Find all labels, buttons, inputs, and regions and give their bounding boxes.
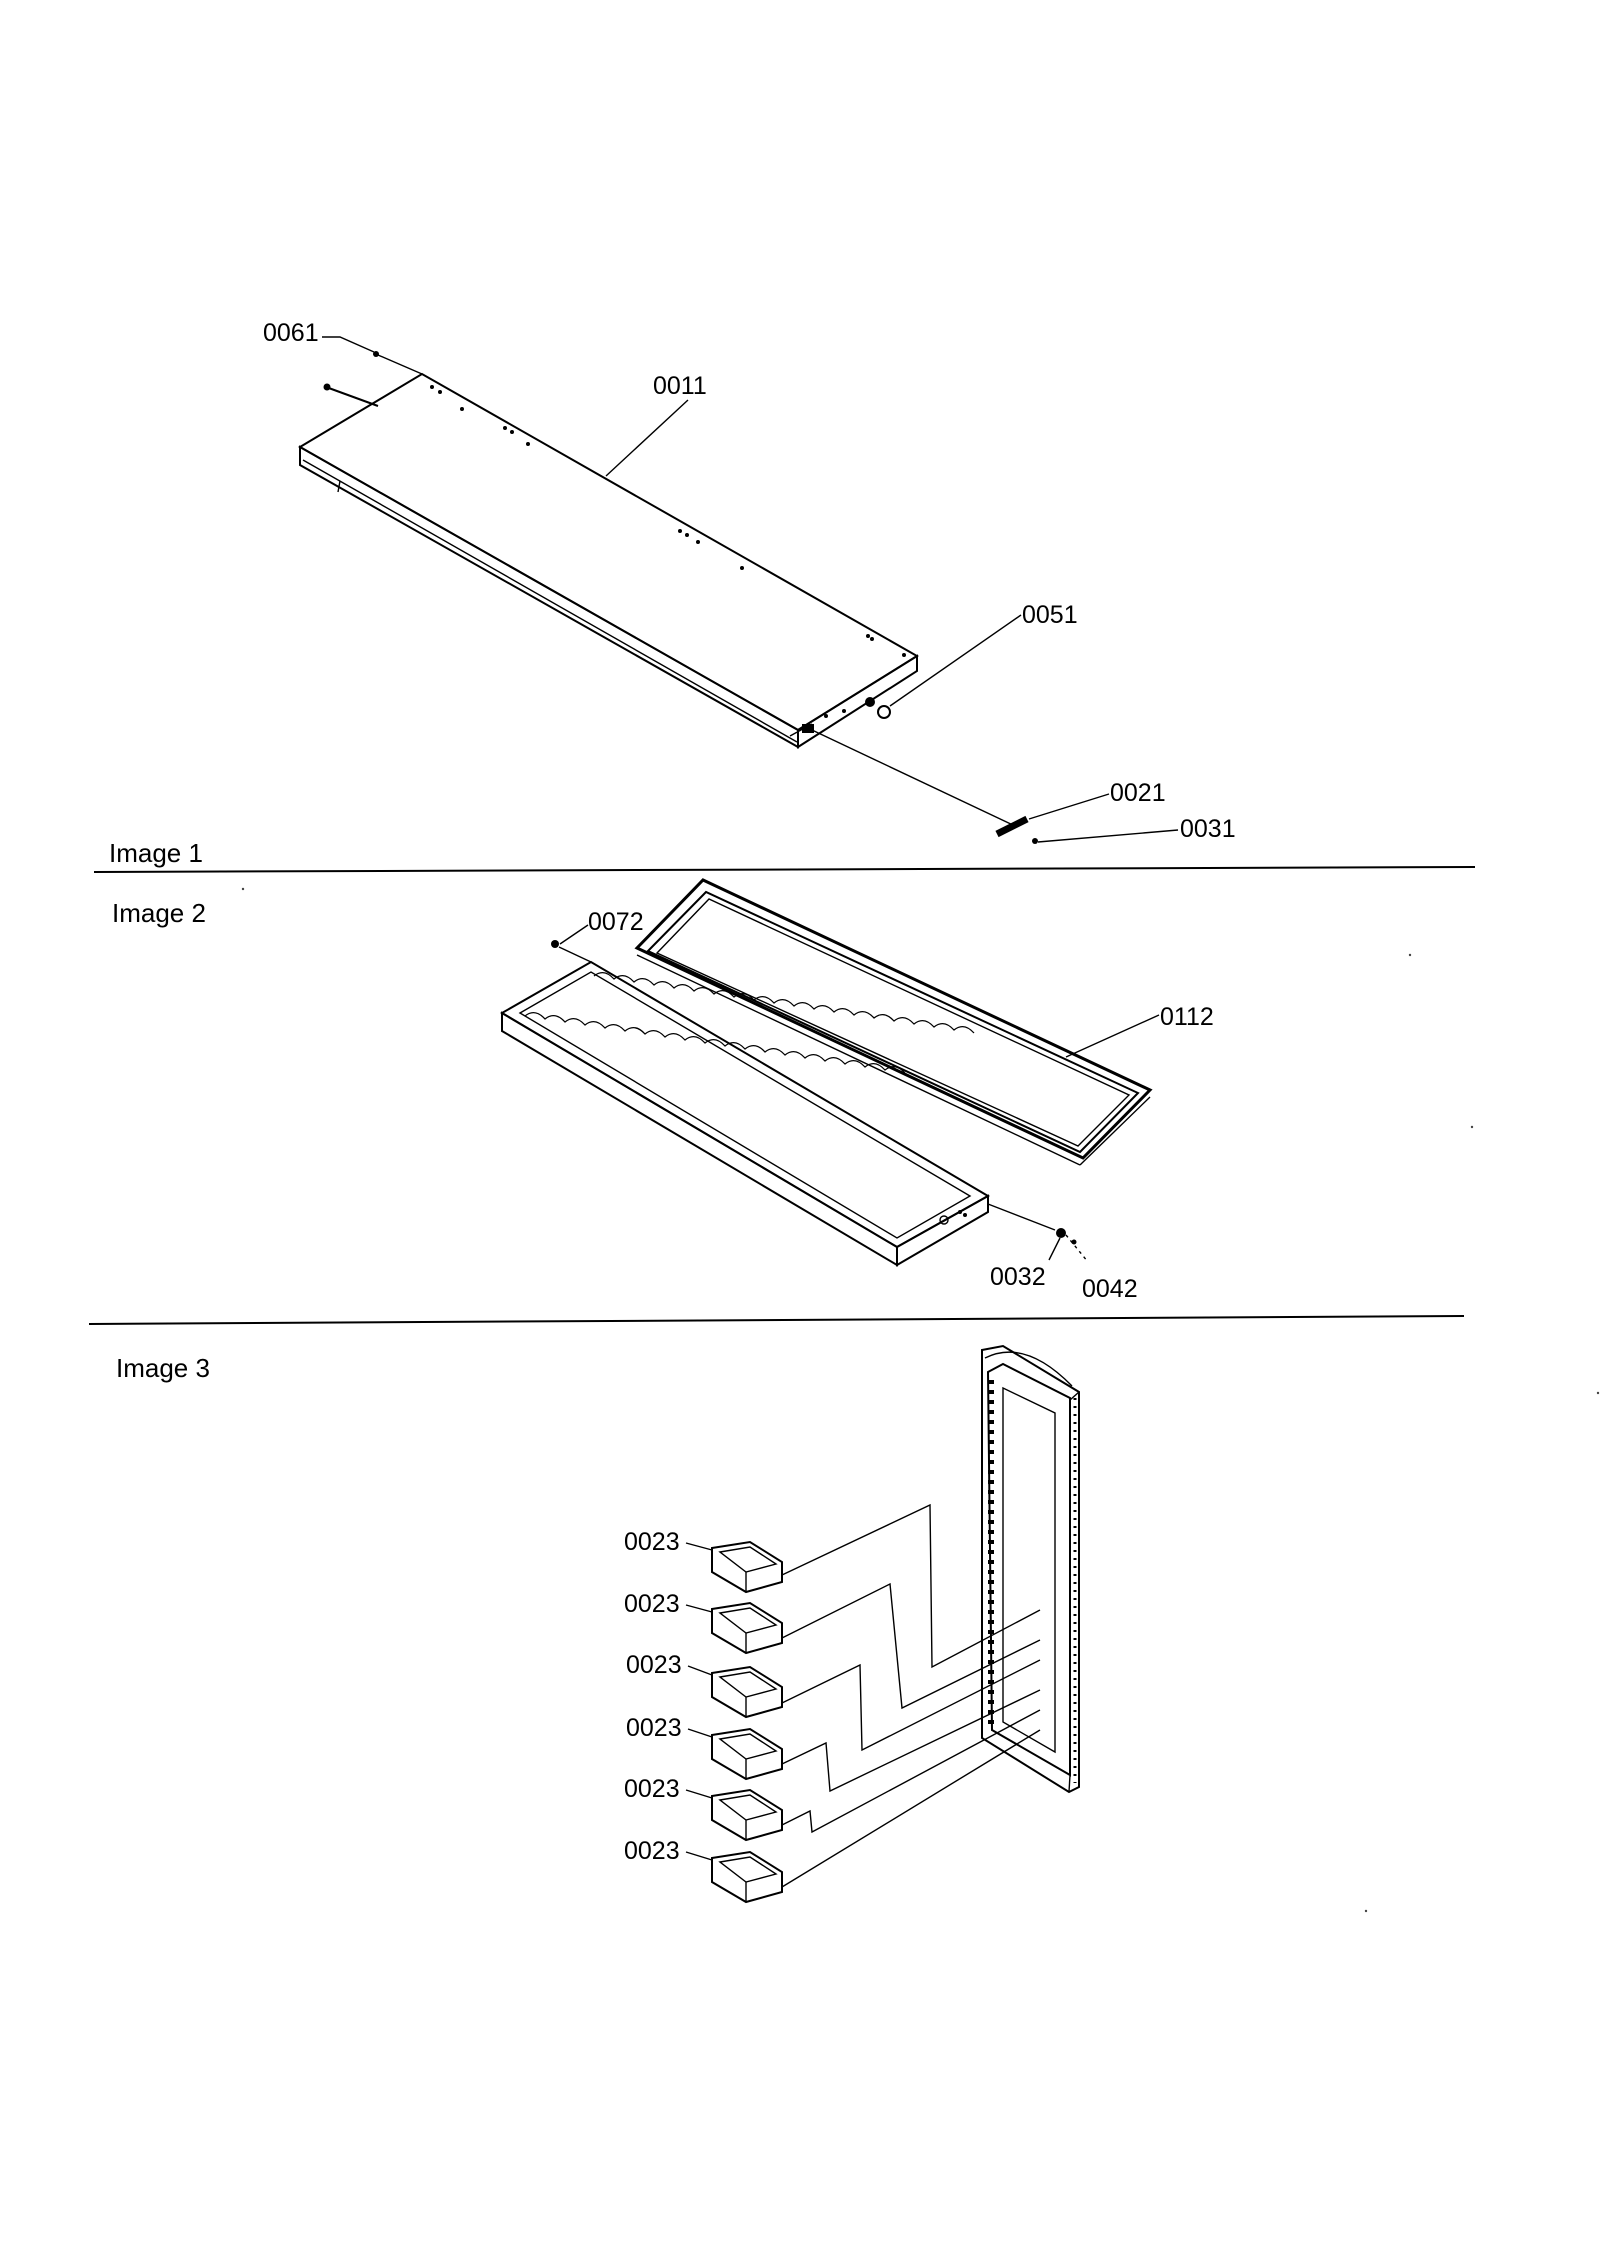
callout-label: 0023: [624, 1590, 680, 1618]
screw-icon: [323, 383, 379, 407]
callout-0021: 0021: [1028, 779, 1166, 820]
hinge-pin-icon: [1056, 1228, 1066, 1238]
hinge-pin-icon: [995, 815, 1029, 838]
section-divider: [93, 866, 1476, 873]
callout-label: 0042: [1082, 1275, 1138, 1303]
section-image-2: Image 2: [88, 878, 1465, 1325]
callout-label: 0011: [653, 372, 707, 400]
screw-icon: [1065, 1234, 1089, 1263]
screw-icon: [551, 940, 592, 963]
callout-0112: 0112: [1065, 1003, 1214, 1058]
callout-0032: 0032: [990, 1237, 1061, 1291]
door-liner-part: [500, 960, 991, 1267]
door-panel-part: [298, 372, 919, 749]
screw-icon: [373, 351, 423, 375]
section-caption: Image 1: [109, 838, 203, 868]
section-image-3: Image 3: [116, 1344, 1080, 1904]
callout-0023: 0023: [624, 1837, 713, 1865]
callout-0042: 0042: [1082, 1275, 1138, 1303]
callout-label: 0023: [626, 1651, 682, 1679]
callout-0023: 0023: [626, 1651, 713, 1679]
door-bin-part: [711, 1540, 783, 1904]
callout-label: 0021: [1110, 779, 1166, 807]
callout-label: 0031: [1180, 815, 1236, 843]
callout-0061: 0061: [263, 319, 375, 353]
section-image-1: Image 1: [93, 319, 1476, 873]
callout-label: 0023: [626, 1714, 682, 1742]
callout-0051: 0051: [889, 601, 1078, 707]
callout-0023: 0023: [624, 1528, 713, 1556]
callout-label: 0032: [990, 1263, 1046, 1291]
callout-0031: 0031: [1037, 815, 1236, 843]
callout-label: 0023: [624, 1528, 680, 1556]
section-caption: Image 3: [116, 1353, 210, 1383]
screw-icon: [1032, 838, 1038, 844]
assembly-line: [987, 1203, 1056, 1231]
section-caption: Image 2: [112, 898, 206, 928]
callout-label: 0072: [588, 908, 644, 936]
section-divider: [88, 1315, 1465, 1325]
callout-0023: 0023: [626, 1714, 713, 1742]
callout-label: 0061: [263, 319, 319, 347]
callout-0072: 0072: [559, 908, 644, 945]
assembly-line: [811, 729, 1016, 827]
callout-0023: 0023: [624, 1775, 713, 1803]
assembly-lines: [781, 1503, 1041, 1888]
callout-0011: 0011: [605, 372, 707, 477]
inner-door-part: [981, 1344, 1080, 1794]
door-gasket-part: [634, 878, 1153, 1166]
callout-label: 0023: [624, 1775, 680, 1803]
callout-label: 0023: [624, 1837, 680, 1865]
callout-0023: 0023: [624, 1590, 713, 1618]
callout-label: 0051: [1022, 601, 1078, 629]
callout-label: 0112: [1160, 1003, 1214, 1031]
plug-icon: [877, 705, 891, 719]
scan-specks: [241, 887, 1600, 1913]
